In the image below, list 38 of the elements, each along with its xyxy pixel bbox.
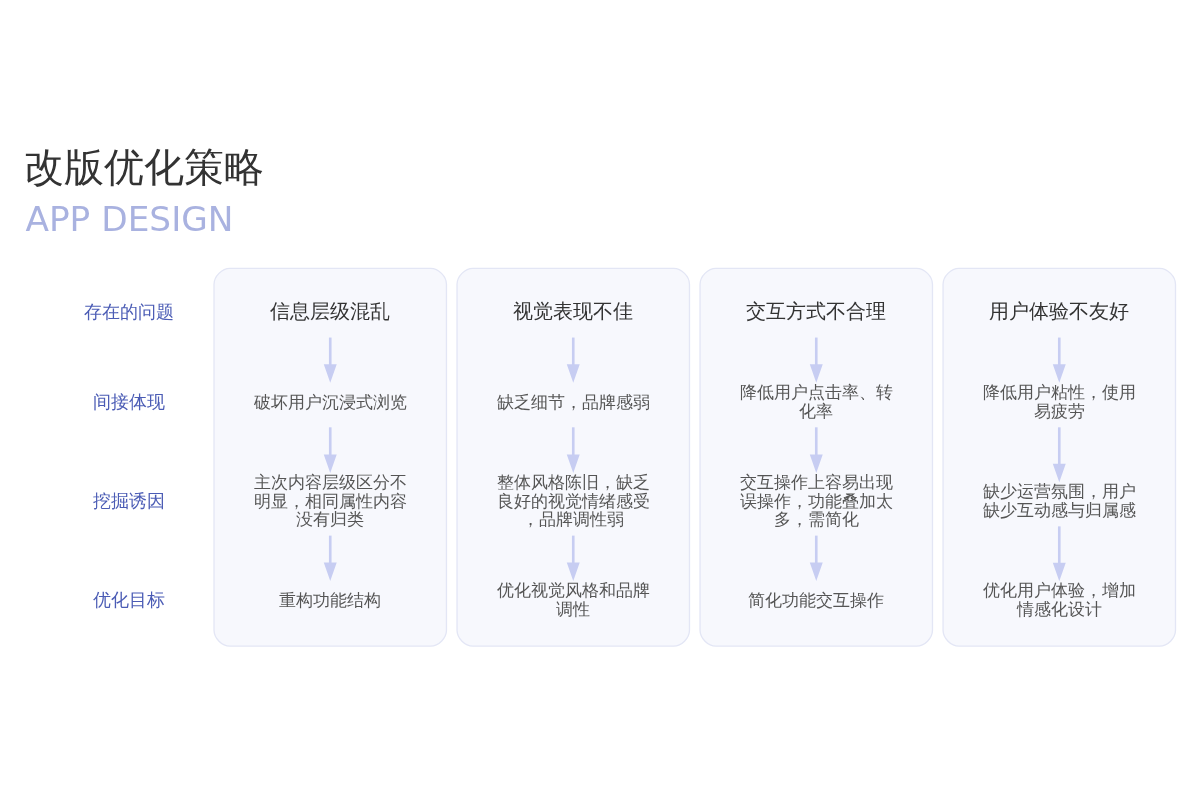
cluster — [942, 267, 1177, 647]
cluster — [456, 267, 691, 647]
diagram-title: 改版优化策略 — [24, 143, 265, 190]
node-text: 缺少运营氛围，用户缺少互动感与归属感 — [982, 480, 1136, 520]
node-text: 整体风格陈旧，缺乏良好的视觉情绪感受，品牌调性弱 — [496, 471, 650, 529]
arrow — [809, 426, 823, 473]
cluster — [213, 267, 448, 647]
node-text: 简化功能交互操作 — [748, 589, 885, 610]
arrow — [323, 426, 337, 473]
node-text: 缺乏细节，品牌感弱 — [496, 391, 650, 412]
arrow — [1052, 525, 1066, 581]
cluster — [699, 267, 934, 647]
arrow — [566, 535, 580, 581]
node-text: 交互方式不合理 — [746, 299, 887, 323]
label: 优化目标 — [93, 588, 166, 610]
node-text: 视觉表现不佳 — [513, 299, 634, 323]
node-text: 降低用户粘性，使用易疲劳 — [982, 381, 1136, 421]
node-text: 优化用户体验，增加情感化设计 — [982, 579, 1136, 619]
arrow — [809, 535, 823, 581]
arrow — [809, 337, 823, 383]
arrow — [323, 535, 337, 581]
label: 间接体现 — [93, 390, 166, 412]
arrow — [1052, 337, 1066, 383]
node-text: 主次内容层级区分不明显，相同属性内容没有归类 — [253, 471, 407, 529]
node-text: 重构功能结构 — [279, 589, 382, 610]
node-text: 交互操作上容易出现误操作，功能叠加太多，需简化 — [739, 471, 893, 529]
label: 挖掘诱因 — [93, 489, 166, 511]
node-text: 降低用户点击率、转化率 — [739, 381, 893, 421]
node-text: 用户体验不友好 — [989, 299, 1130, 323]
label: 存在的问题 — [84, 300, 175, 322]
arrow — [323, 337, 337, 383]
node-text: 信息层级混乱 — [270, 299, 391, 323]
node-text: 优化视觉风格和品牌调性 — [496, 579, 650, 619]
arrow — [1052, 426, 1066, 482]
arrow — [566, 426, 580, 473]
node-text: 破坏用户沉浸式浏览 — [253, 391, 407, 412]
label: APP DESIGN — [25, 198, 234, 239]
arrow — [566, 337, 580, 383]
